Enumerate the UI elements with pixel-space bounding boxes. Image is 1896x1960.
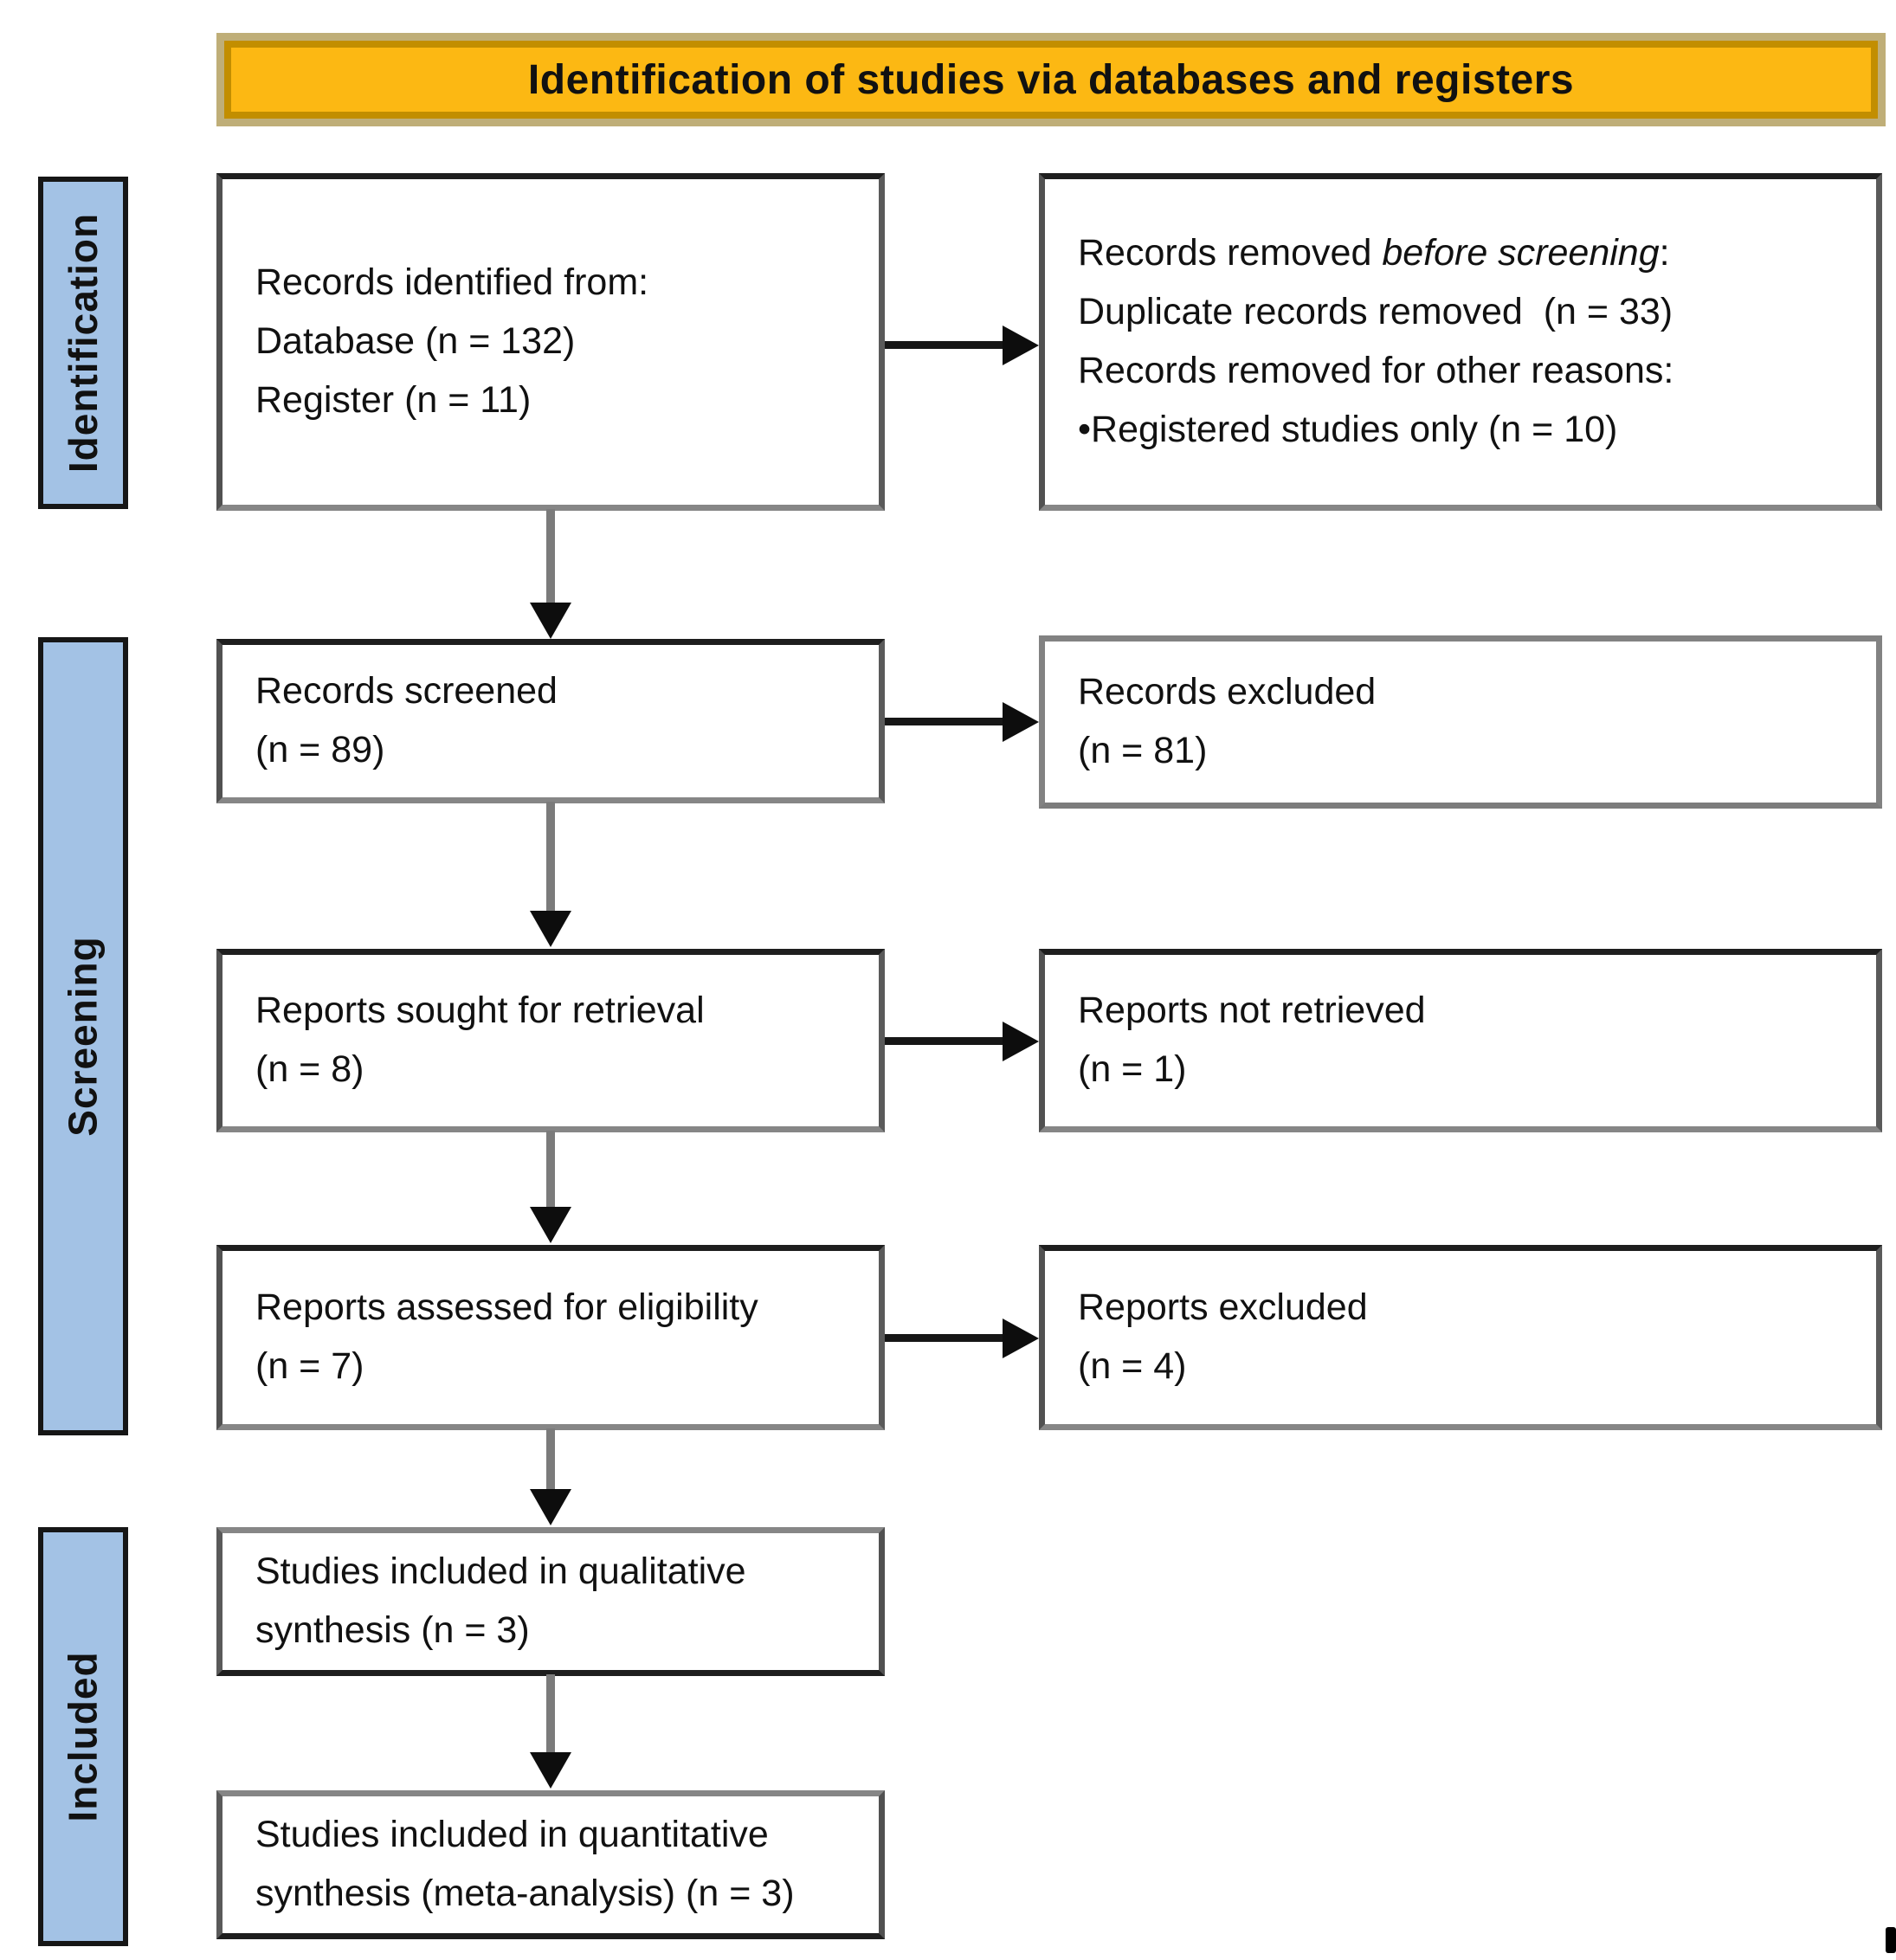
records-screened-line-1: Records screened [255,670,558,712]
reports-not-retrieved-line-2: (n = 1) [1078,1048,1187,1090]
box-records-removed: Records removed before screening: Duplic… [1039,173,1882,511]
records-removed-line-1: Records removed before screening: [1078,232,1670,274]
reports-sought-line-1: Reports sought for retrieval [255,990,705,1032]
box-quantitative-synthesis: Studies included in quantitative synthes… [216,1790,885,1939]
records-identified-line-3: Register (n = 11) [255,378,532,421]
arrow-identified-to-screened-line [546,509,555,604]
records-removed-line-2: Duplicate records removed (n = 33) [1078,291,1674,333]
reports-excluded-line-1: Reports excluded [1078,1286,1368,1329]
arrow-screened-to-sought-line [546,802,555,912]
reports-excluded-line-2: (n = 4) [1078,1345,1187,1387]
records-excluded-line-2: (n = 81) [1078,730,1208,771]
stage-identification: Identification [38,177,128,509]
stage-screening: Screening [38,637,128,1435]
records-identified-line-1: Records identified from: [255,261,649,304]
arrow-qualitative-to-quantitative-head-icon [530,1752,571,1789]
records-excluded-line-1: Records excluded [1078,671,1377,713]
box-reports-sought: Reports sought for retrieval (n = 8) [216,949,885,1132]
records-screened-line-2: (n = 89) [255,729,385,770]
quantitative-line-2: synthesis (meta-analysis) (n = 3) [255,1873,795,1914]
stage-included: Included [38,1527,128,1946]
box-reports-excluded: Reports excluded (n = 4) [1039,1245,1882,1430]
stray-mark: . [1886,1927,1896,1953]
arrow-screened-to-excluded-head-icon [1003,702,1039,742]
arrow-sought-to-notretrieved-line [885,1037,1004,1045]
diagram-title: Identification of studies via databases … [527,56,1575,103]
box-records-excluded: Records excluded (n = 81) [1039,635,1882,809]
arrow-identified-to-removed-head-icon [1003,326,1039,365]
arrow-screened-to-sought-head-icon [530,911,571,947]
box-records-screened: Records screened (n = 89) [216,639,885,803]
box-reports-not-retrieved: Reports not retrieved (n = 1) [1039,949,1882,1132]
reports-assessed-line-2: (n = 7) [255,1345,364,1387]
quantitative-line-1: Studies included in quantitative [255,1814,769,1856]
box-records-identified: Records identified from: Database (n = 1… [216,173,885,511]
box-qualitative-synthesis: Studies included in qualitative synthesi… [216,1527,885,1676]
reports-sought-line-2: (n = 8) [255,1048,364,1090]
stage-screening-label: Screening [61,936,106,1137]
arrow-screened-to-excluded-line [885,718,1004,725]
arrow-assessed-to-qualitative-line [546,1428,555,1493]
qualitative-line-2: synthesis (n = 3) [255,1609,530,1651]
records-removed-line-4: •Registered studies only (n = 10) [1078,408,1618,450]
arrow-sought-to-assessed-head-icon [530,1207,571,1243]
records-removed-line-3: Records removed for other reasons: [1078,350,1674,391]
diagram-title-banner: Identification of studies via databases … [216,33,1886,126]
arrow-identified-to-screened-head-icon [530,603,571,639]
arrow-assessed-to-excluded-line [885,1334,1004,1342]
arrow-sought-to-assessed-line [546,1131,555,1209]
reports-assessed-line-1: Reports assessed for eligibility [255,1286,758,1329]
arrow-identified-to-removed-line [885,341,1004,349]
arrow-assessed-to-qualitative-head-icon [530,1489,571,1525]
stage-identification-label: Identification [61,212,106,474]
box-reports-assessed: Reports assessed for eligibility (n = 7) [216,1245,885,1430]
arrow-qualitative-to-quantitative-line [546,1674,555,1754]
qualitative-line-1: Studies included in qualitative [255,1551,746,1593]
arrow-sought-to-notretrieved-head-icon [1003,1022,1039,1061]
records-identified-line-2: Database (n = 132) [255,320,576,363]
reports-not-retrieved-line-1: Reports not retrieved [1078,990,1426,1032]
stage-included-label: Included [61,1651,106,1822]
arrow-assessed-to-excluded-head-icon [1003,1318,1039,1358]
